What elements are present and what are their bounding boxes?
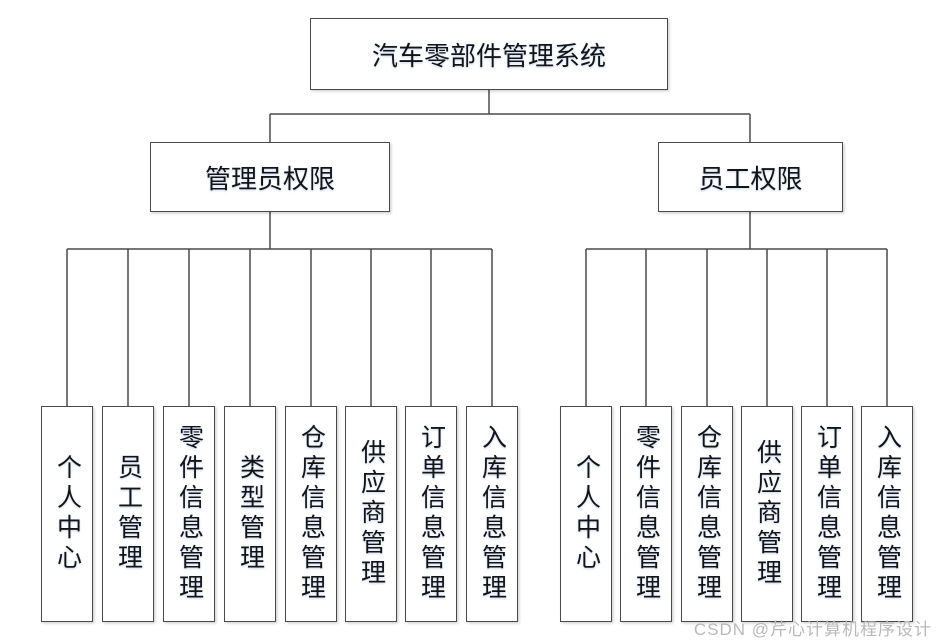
tree-leaf-node: 订单信息管理: [405, 406, 457, 622]
tree-leaf-label: 员工管理: [114, 454, 143, 574]
tree-leaf-label: 个人中心: [53, 454, 82, 574]
tree-node-admin-permissions: 管理员权限: [150, 142, 390, 212]
tree-leaf-label: 零件信息管理: [632, 424, 661, 604]
tree-leaf-label: 仓库信息管理: [297, 424, 326, 604]
tree-leaf-label: 零件信息管理: [175, 424, 204, 604]
tree-leaf-node: 供应商管理: [345, 406, 397, 622]
tree-leaf-node: 仓库信息管理: [285, 406, 337, 622]
tree-leaf-label: 订单信息管理: [813, 424, 842, 604]
tree-leaf-node: 入库信息管理: [861, 406, 913, 622]
tree-leaf-label: 订单信息管理: [417, 424, 446, 604]
watermark: CSDN @芹心计算机程序设计: [693, 620, 932, 639]
tree-leaf-label: 仓库信息管理: [693, 424, 722, 604]
tree-leaf-node: 入库信息管理: [466, 406, 518, 622]
tree-leaf-label: 供应商管理: [753, 439, 782, 589]
tree-node-staff-permissions-label: 员工权限: [698, 163, 803, 194]
tree-leaf-label: 入库信息管理: [478, 424, 507, 604]
tree-leaf-label: 供应商管理: [357, 439, 386, 589]
tree-leaf-label: 个人中心: [572, 454, 601, 574]
tree-leaf-node: 类型管理: [224, 406, 276, 622]
tree-node-staff-permissions: 员工权限: [658, 142, 843, 212]
tree-leaf-node: 订单信息管理: [801, 406, 853, 622]
tree-node-root-label: 汽车零部件管理系统: [371, 40, 606, 71]
tree-leaf-node: 零件信息管理: [163, 406, 215, 622]
tree-leaf-label: 入库信息管理: [873, 424, 902, 604]
tree-leaf-label: 类型管理: [236, 454, 265, 574]
tree-node-admin-permissions-label: 管理员权限: [204, 163, 335, 194]
tree-leaf-node: 供应商管理: [741, 406, 793, 622]
tree-leaf-node: 个人中心: [41, 406, 93, 622]
tree-leaf-node: 零件信息管理: [620, 406, 672, 622]
tree-leaf-node: 员工管理: [102, 406, 154, 622]
tree-leaf-node: 仓库信息管理: [681, 406, 733, 622]
tree-leaf-node: 个人中心: [560, 406, 612, 622]
tree-node-root: 汽车零部件管理系统: [310, 18, 668, 90]
